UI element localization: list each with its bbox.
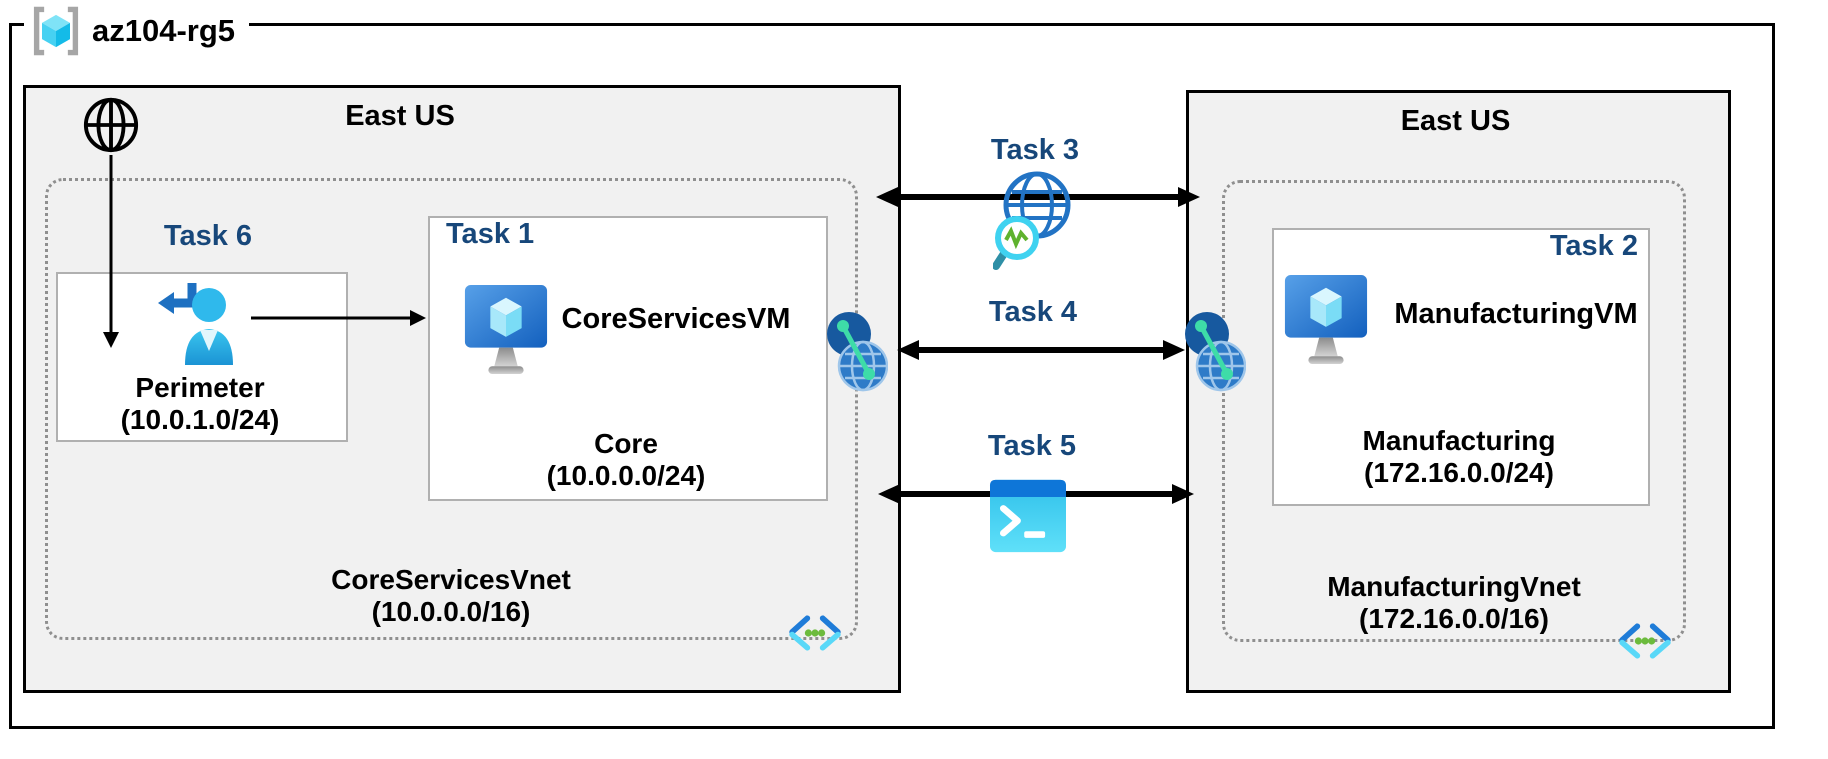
task3-label: Task 3 [990, 134, 1080, 166]
region-title-right: East US [1400, 105, 1511, 137]
core-vm-name: CoreServicesVM [561, 303, 791, 335]
task4-label: Task 4 [988, 296, 1078, 328]
virtual-machine-icon [464, 285, 548, 375]
manufacturing-vm-name: ManufacturingVM [1394, 298, 1638, 330]
vnet-peering-icon [1185, 312, 1246, 392]
task1-label: Task 1 [446, 218, 535, 250]
resource-group-name: az104-rg5 [92, 13, 236, 48]
coreservices-vnet-cidr: (10.0.0.0/16) [371, 596, 531, 627]
core-subnet-cidr: (10.0.0.0/24) [546, 460, 706, 491]
resource-group-label: az104-rg5 [24, 0, 250, 62]
coreservices-vnet-name: CoreServicesVnet [331, 564, 571, 595]
resource-group-icon [33, 6, 79, 56]
perimeter-subnet-name: Perimeter [135, 372, 265, 403]
task2-box [1272, 228, 1650, 506]
vnet-boundary-coreservices [45, 178, 858, 640]
perimeter-subnet-cidr: (10.0.1.0/24) [120, 404, 280, 435]
manufacturing-vnet-cidr: (172.16.0.0/16) [1359, 603, 1549, 634]
signin-user-icon [158, 283, 233, 365]
perimeter-subnet-label: Perimeter (10.0.1.0/24) [56, 372, 344, 436]
task5-label: Task 5 [987, 430, 1077, 462]
internet-globe-icon [83, 97, 139, 153]
task2-label: Task 2 [1549, 230, 1638, 262]
coreservices-vnet-label: CoreServicesVnet (10.0.0.0/16) [245, 564, 657, 628]
virtual-machine-icon [1284, 275, 1368, 365]
manufacturing-vnet-name: ManufacturingVnet [1327, 571, 1581, 602]
task1-box [428, 216, 828, 501]
virtual-network-icon [789, 615, 841, 651]
core-subnet-label: Core (10.0.0.0/24) [428, 428, 824, 492]
task6-label: Task 6 [163, 220, 253, 252]
network-watcher-icon [993, 171, 1071, 270]
core-subnet-name: Core [594, 428, 658, 459]
manufacturing-vnet-label: ManufacturingVnet (172.16.0.0/16) [1246, 571, 1662, 635]
region-title-left: East US [345, 100, 455, 132]
vnet-peering-icon [827, 312, 888, 392]
vnet-boundary-manufacturing [1222, 180, 1686, 642]
manufacturing-subnet-name: Manufacturing [1362, 425, 1556, 456]
manufacturing-subnet-cidr: (172.16.0.0/24) [1364, 457, 1554, 488]
cloud-shell-icon [990, 479, 1066, 553]
virtual-network-icon [1619, 623, 1671, 659]
manufacturing-subnet-label: Manufacturing (172.16.0.0/24) [1272, 425, 1646, 489]
resource-group-boundary [9, 23, 1775, 729]
